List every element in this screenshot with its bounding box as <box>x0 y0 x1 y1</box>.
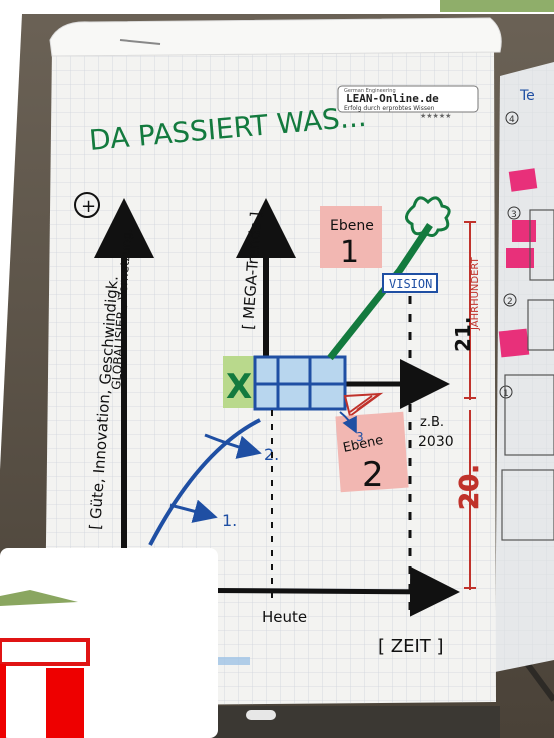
logo-tagline-top: German Engineering <box>344 88 396 94</box>
circled-number: 4 <box>509 115 515 125</box>
left-white-frame <box>0 14 22 470</box>
marker-eraser <box>246 710 276 720</box>
sketch-box <box>501 469 554 541</box>
sticky-note <box>512 220 536 242</box>
year-2030: 2030 <box>418 434 454 450</box>
marker-tray <box>200 706 500 738</box>
label-1: 1. <box>222 511 237 530</box>
green-roof-shape <box>0 590 78 606</box>
green-corner <box>440 0 554 12</box>
century-20-number: 20. <box>455 464 485 510</box>
circled-number: 1 <box>503 389 509 399</box>
right-chart-header: Te <box>519 88 535 104</box>
century-21-number: 21. <box>451 317 475 352</box>
sticky-note <box>506 248 534 268</box>
sticky-note <box>508 168 538 192</box>
sketch-box <box>527 299 554 351</box>
blue-arrow-3 <box>339 411 357 434</box>
sticky-note <box>498 328 530 358</box>
vision-label: VISION <box>389 277 432 291</box>
flipchart-top-roll <box>49 17 502 57</box>
blue-tape <box>214 657 250 665</box>
logo-brand: LEAN-Online.de <box>346 92 439 105</box>
blue-grid-block <box>253 355 347 411</box>
top-white-strip <box>0 0 554 14</box>
heute-label: Heute <box>262 608 307 626</box>
ebene1-line2: 1 <box>340 235 359 270</box>
circled-number: 2 <box>507 297 513 307</box>
roll-mark <box>119 39 161 45</box>
red-pillar <box>46 668 84 738</box>
zb-label: z.B. <box>420 415 444 430</box>
circled-number: 3 <box>511 210 517 220</box>
label-3: 3 <box>356 430 364 444</box>
blue-arrow-2 <box>204 433 262 459</box>
x-marker: X <box>226 367 252 407</box>
vision-cloud-icon <box>405 196 451 237</box>
ebene1-line1: Ebene <box>330 218 374 234</box>
red-outline-bar <box>0 638 90 666</box>
sketch-box <box>529 209 554 281</box>
plus-symbol: + <box>81 196 96 217</box>
red-hatch <box>343 392 384 418</box>
ebene2-line2: 2 <box>362 455 384 495</box>
blue-curve-main <box>148 418 261 546</box>
zeit-label: [ ZEIT ] <box>378 636 444 657</box>
right-flipchart: Te 4 3 2 1 <box>495 62 554 672</box>
ebene1-note <box>320 206 382 268</box>
plus-circle <box>74 192 100 218</box>
lean-online-logo: German Engineering LEAN-Online.de Erfolg… <box>337 85 479 120</box>
logo-stars: ★★★★★ <box>420 112 451 120</box>
sketch-box <box>504 374 554 456</box>
green-note <box>223 356 259 408</box>
overlay-card <box>0 548 218 738</box>
logo-tagline: Erfolg durch erprobtes Wissen <box>344 105 435 112</box>
vision-box <box>382 273 438 293</box>
green-trend-line <box>327 223 433 361</box>
red-pillar-left <box>0 664 6 738</box>
century-21-word: JAHRHUNDERT <box>470 256 481 331</box>
blue-arrow-1 <box>169 499 218 523</box>
